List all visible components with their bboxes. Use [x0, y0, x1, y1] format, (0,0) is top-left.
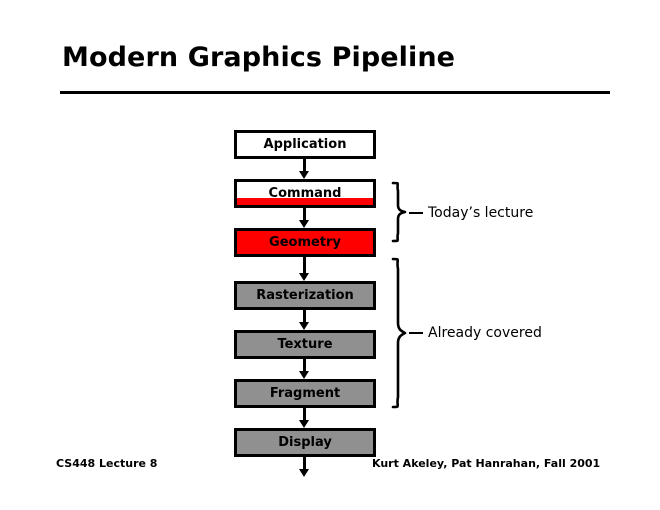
pipeline-arrow-fragment-to-display — [299, 408, 309, 428]
pipeline-stage-label: Display — [278, 435, 332, 450]
arrowhead-icon — [299, 371, 309, 379]
pipeline-arrow-command-to-geometry — [299, 208, 309, 228]
pipeline-stage-label: Geometry — [269, 235, 341, 250]
arrowhead-icon — [299, 220, 309, 228]
brace-todays-lecture — [390, 181, 410, 243]
pipeline-stage-label: Rasterization — [256, 288, 354, 303]
pipeline-stage-geometry: Geometry — [234, 228, 376, 257]
pipeline-stage-label: Fragment — [269, 386, 341, 401]
pipeline-stage-label: Application — [263, 137, 347, 152]
arrowhead-icon — [299, 171, 309, 179]
pipeline-stage-label: Texture — [277, 337, 333, 352]
title-underline-rule — [60, 91, 610, 94]
footer-authors-label: Kurt Akeley, Pat Hanrahan, Fall 2001 — [372, 457, 601, 470]
brace-connector-todays-lecture — [409, 212, 423, 214]
footer-lecture-label: CS448 Lecture 8 — [56, 457, 158, 470]
pipeline-arrow-texture-to-fragment — [299, 359, 309, 379]
pipeline-stage-texture: Texture — [234, 330, 376, 359]
pipeline-arrow-geometry-to-rasterization — [299, 257, 309, 281]
arrowhead-icon — [299, 273, 309, 281]
pipeline-stage-command: Command — [234, 179, 376, 208]
annotation-already-covered: Already covered — [428, 325, 542, 341]
pipeline-stage-fragment: Fragment — [234, 379, 376, 408]
arrowhead-icon — [299, 322, 309, 330]
pipeline-stage-label: Command — [268, 186, 342, 201]
pipeline-stage-rasterization: Rasterization — [234, 281, 376, 310]
annotation-todays-lecture: Today’s lecture — [428, 205, 534, 221]
brace-connector-already-covered — [409, 332, 423, 334]
arrowhead-icon — [299, 420, 309, 428]
pipeline-arrow-display-output — [299, 457, 309, 477]
command-red-fill-band — [237, 197, 373, 205]
pipeline-stage-display: Display — [234, 428, 376, 457]
page-title: Modern Graphics Pipeline — [62, 42, 456, 73]
pipeline-arrow-rasterization-to-texture — [299, 310, 309, 330]
pipeline-stage-application: Application — [234, 130, 376, 159]
brace-already-covered — [390, 257, 410, 409]
arrowhead-icon — [299, 469, 309, 477]
pipeline-arrow-application-to-command — [299, 159, 309, 179]
